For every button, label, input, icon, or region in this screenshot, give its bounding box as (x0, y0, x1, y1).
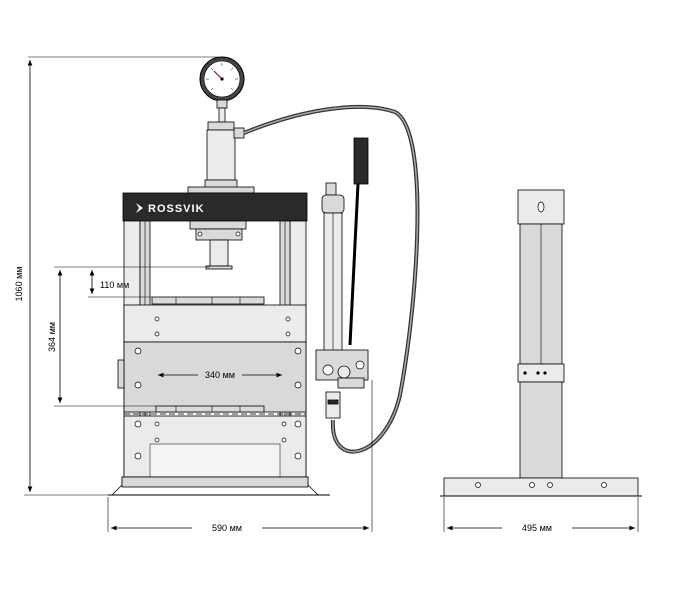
press-plates-upper (151, 296, 265, 305)
working-height-label: 364 мм (47, 322, 57, 352)
table-width-label: 340 мм (205, 370, 235, 380)
press-front-view: ROSSVIK (108, 56, 420, 496)
press-plates-lower (124, 405, 306, 415)
hand-pump (315, 137, 369, 419)
hydraulic-cylinder (187, 121, 255, 194)
base-width-label: 590 мм (212, 523, 242, 533)
depth-label: 495 мм (522, 523, 552, 533)
press-table (117, 304, 307, 413)
dimension-lines (24, 56, 639, 532)
brand-logo-text: ROSSVIK (148, 203, 205, 215)
frame-lower (123, 415, 307, 478)
pressure-gauge (199, 56, 245, 123)
press-side-view (440, 189, 642, 497)
hydraulic-hose (243, 104, 420, 454)
press-ram (195, 228, 243, 270)
overall-height-label: 1060 мм (14, 267, 24, 302)
press-base (108, 476, 330, 496)
stroke-label: 110 мм (100, 280, 129, 290)
top-beam: ROSSVIK (122, 192, 308, 230)
